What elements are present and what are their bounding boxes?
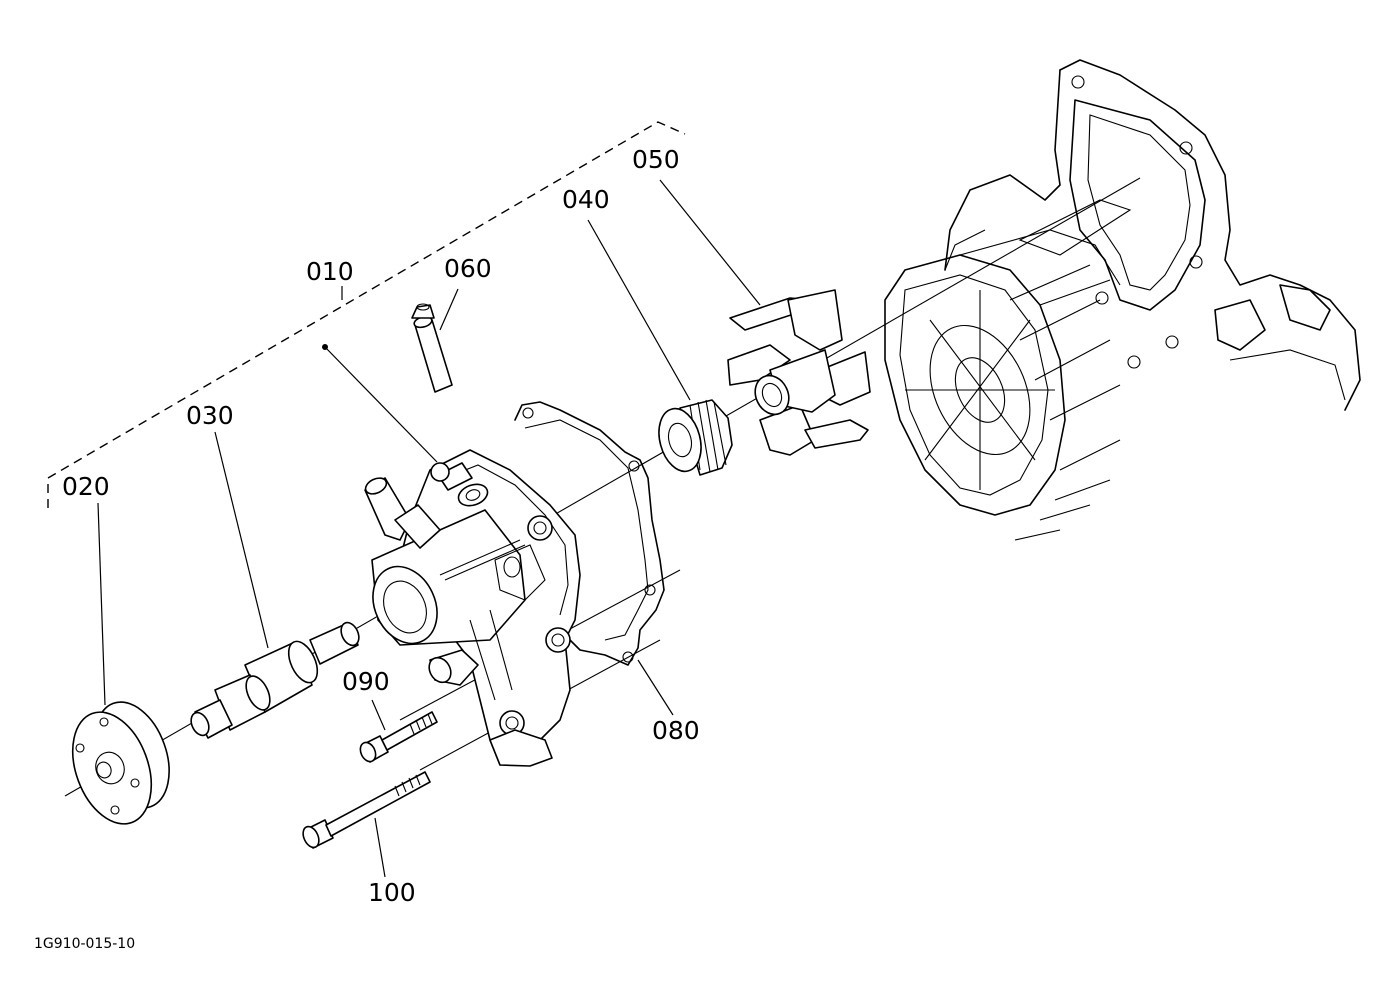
callout-060: 060 xyxy=(444,254,492,283)
leader-010 xyxy=(324,346,438,463)
leader-040 xyxy=(587,219,691,401)
leader-100 xyxy=(374,817,386,878)
pipe-060 xyxy=(411,303,453,393)
bolt-090 xyxy=(359,711,438,763)
figure-reference: 1G910-015-10 xyxy=(34,936,135,952)
bolt-100 xyxy=(302,771,431,849)
leader-010-dot xyxy=(322,344,328,350)
assembly-bracket-010 xyxy=(47,121,686,508)
shaft-bearing-030 xyxy=(190,621,360,739)
callout-040: 040 xyxy=(562,185,610,214)
impeller-050 xyxy=(727,289,871,456)
mechanical-seal-040 xyxy=(658,399,733,476)
flange-020 xyxy=(71,701,170,825)
leader-050 xyxy=(659,179,761,306)
callout-020: 020 xyxy=(62,472,110,501)
leader-030 xyxy=(214,431,269,649)
callout-010: 010 xyxy=(306,257,354,286)
callout-080: 080 xyxy=(652,716,700,745)
pump-body-010 xyxy=(364,449,581,767)
leader-060 xyxy=(439,288,459,331)
callout-100: 100 xyxy=(368,878,416,907)
leader-020 xyxy=(97,502,106,706)
leader-lines xyxy=(97,179,761,878)
gasket-080 xyxy=(514,401,665,666)
engine-block xyxy=(884,59,1361,541)
callout-030: 030 xyxy=(186,401,234,430)
callout-090: 090 xyxy=(342,667,390,696)
callout-050: 050 xyxy=(632,145,680,174)
leader-080 xyxy=(637,659,674,716)
callout-labels: 010 020 030 040 050 060 080 090 100 1G91… xyxy=(34,145,700,952)
leader-090 xyxy=(371,699,386,731)
